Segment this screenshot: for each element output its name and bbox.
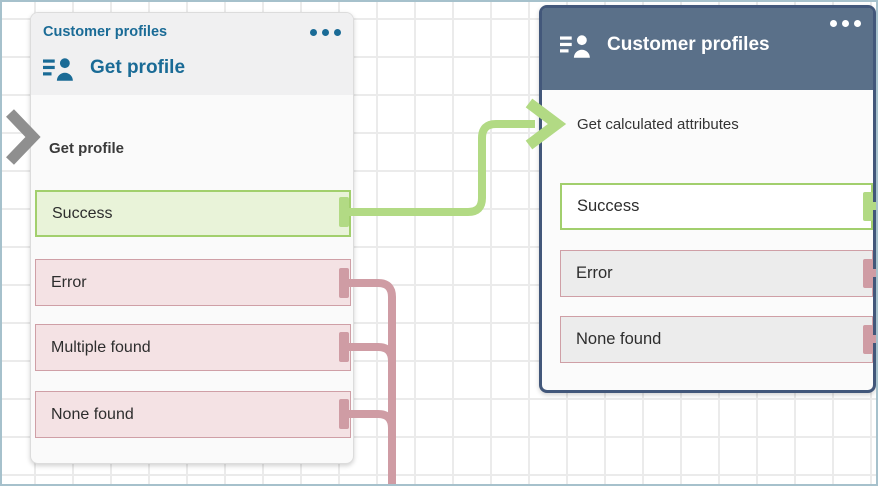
output-label: None found <box>576 330 662 348</box>
customer-profiles-icon <box>43 58 73 81</box>
output-multiple-found[interactable]: Multiple found <box>35 324 351 371</box>
connection-error-line[interactable] <box>349 279 396 486</box>
block-entry-label: Get profile <box>49 140 125 157</box>
output-error[interactable]: Error <box>560 250 873 297</box>
output-label: Error <box>51 273 87 291</box>
output-none-found[interactable]: None found <box>35 391 351 438</box>
ellipsis-menu-icon[interactable] <box>828 18 863 29</box>
block-entry-label: Get calculated attributes <box>577 116 739 133</box>
output-label: Multiple found <box>51 338 151 356</box>
connection-none-found-line[interactable] <box>349 410 396 486</box>
block-header <box>31 13 353 95</box>
output-none-found[interactable]: None found <box>560 316 873 363</box>
flow-block-get-profile[interactable]: Customer profiles Get profile Get profil… <box>30 12 354 464</box>
ellipsis-menu-icon[interactable] <box>308 27 343 38</box>
flow-block-customer-profiles-selected[interactable]: Customer profiles Get calculated attribu… <box>539 5 876 393</box>
block-title: Get profile <box>90 57 186 78</box>
output-label: None found <box>51 405 134 423</box>
output-error[interactable]: Error <box>35 259 351 306</box>
output-label: Error <box>576 264 613 282</box>
output-success[interactable]: Success <box>35 190 351 237</box>
connection-success-line[interactable] <box>349 120 535 216</box>
output-label: Success <box>577 197 640 215</box>
block-header <box>542 8 873 90</box>
block-category-label: Customer profiles <box>43 24 168 40</box>
customer-profiles-icon <box>560 35 590 58</box>
output-label: Success <box>52 204 113 222</box>
connection-multiple-found-line[interactable] <box>349 343 396 486</box>
output-success[interactable]: Success <box>560 183 873 230</box>
block-title: Customer profiles <box>607 34 770 55</box>
